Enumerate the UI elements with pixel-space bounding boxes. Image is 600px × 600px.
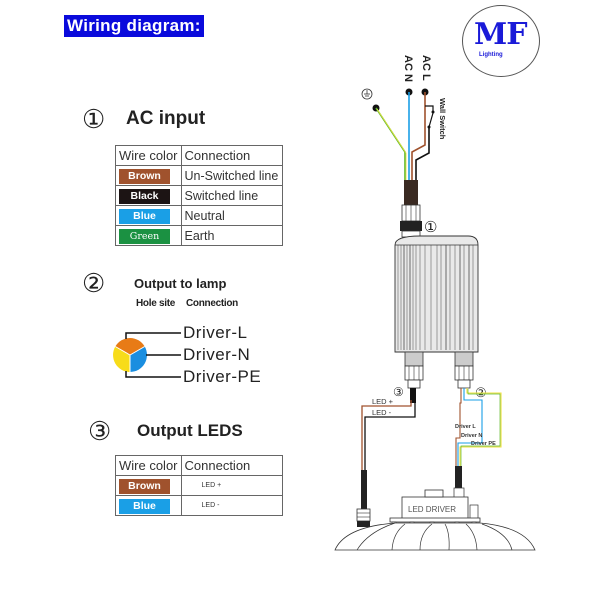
ac-input-table: Wire color Connection Brown Un-Switched …	[115, 145, 283, 246]
driver-l-wire-label: Driver L	[455, 424, 476, 430]
leader-driver-pe	[125, 371, 181, 378]
section-1-title: AC input	[126, 108, 206, 129]
header-wire-color: Wire color	[115, 455, 182, 476]
section-2-title: Output to lamp	[134, 276, 227, 291]
driver-l-label: Driver-L	[183, 323, 248, 342]
driver-pe-wire-yellow	[459, 388, 502, 470]
driver-pe-label: Driver-PE	[183, 367, 262, 386]
brand-logo: MF Lighting	[462, 5, 540, 77]
earth-wire-yellow	[376, 108, 407, 210]
input-gland	[400, 204, 422, 238]
logo-letters: MF	[474, 17, 528, 52]
header-wire-color: Wire color	[115, 145, 182, 166]
driver-pe-wire-label: Driver PE	[471, 441, 496, 447]
table-row: Brown Un-Switched line	[115, 165, 283, 186]
table-header-row: Wire color Connection	[115, 455, 283, 476]
marker-1: ①	[424, 219, 437, 236]
table-row: Black Switched line	[115, 185, 283, 206]
connection-cell: Neutral	[180, 205, 283, 226]
connection-cell: LED +	[180, 475, 283, 496]
hole-segment-l	[115, 338, 145, 355]
driver-l-wire	[455, 388, 462, 470]
wiring-diagram: AC L AC N Wall Switch ①	[334, 55, 536, 551]
led-plus-label: LED +	[372, 397, 394, 406]
earth-icon	[361, 88, 373, 100]
led-plus-wire	[361, 400, 412, 520]
black-chip: Black	[119, 188, 170, 204]
led-cable-sheath	[410, 388, 416, 403]
output-gland-lamp	[454, 351, 474, 389]
driver-n-wire-label: Driver N	[461, 433, 482, 439]
section-3-title: Output LEDS	[137, 421, 243, 440]
table-row: Green Earth	[115, 225, 283, 246]
driver-pe-wire-green	[460, 389, 501, 470]
wall-switch-label: Wall Switch	[438, 98, 447, 140]
green-chip: Green	[119, 228, 170, 244]
brown-chip: Brown	[119, 168, 170, 184]
page-title: Wiring diagram:	[64, 15, 204, 37]
header-connection: Connection	[180, 145, 283, 166]
blue-chip: Blue	[119, 208, 170, 224]
led-driver-label: LED DRIVER	[408, 505, 456, 514]
cable-sheath	[404, 180, 418, 205]
table-header-row: Wire color Connection	[115, 145, 283, 166]
output-gland-leds	[404, 351, 424, 389]
brown-chip: Brown	[119, 478, 170, 494]
hole-site-diagram	[113, 332, 181, 378]
logo-subtitle: Lighting	[479, 52, 503, 58]
led-minus-wire	[364, 400, 416, 520]
connection-header: Connection	[186, 298, 238, 309]
blue-chip: Blue	[119, 498, 170, 514]
terminal-ac-n-label: AC N	[402, 55, 414, 82]
connection-cell: Earth	[180, 225, 283, 246]
hole-site-header: Hole site	[136, 298, 175, 309]
connection-cell: LED -	[180, 495, 283, 516]
led-minus-label: LED -	[372, 408, 392, 417]
output-leds-table: Wire color Connection Brown LED + Blue L…	[115, 455, 283, 516]
earth-wire	[375, 107, 406, 210]
lamp-connector	[453, 487, 465, 499]
led-connector	[356, 508, 371, 527]
lamp-cable-sheath	[455, 466, 462, 496]
connection-cell: Un-Switched line	[180, 165, 283, 186]
driver-n-label: Driver-N	[183, 345, 251, 364]
lamp-body	[334, 489, 536, 551]
table-row: Blue LED -	[115, 495, 283, 516]
section-1-number: ①	[82, 104, 106, 134]
connection-cell: Switched line	[180, 185, 283, 206]
table-row: Blue Neutral	[115, 205, 283, 226]
terminal-ac-l-label: AC L	[420, 55, 432, 81]
driver-housing	[394, 235, 479, 353]
driver-n-wire	[457, 388, 483, 470]
marker-3: ③	[393, 385, 404, 399]
wall-switch-icon	[425, 105, 435, 129]
leader-driver-l	[125, 332, 181, 339]
header-connection: Connection	[180, 455, 283, 476]
table-row: Brown LED +	[115, 475, 283, 496]
led-cable-lower	[361, 470, 367, 520]
section-2-number: ②	[82, 268, 106, 298]
section-3-number: ③	[88, 416, 112, 446]
